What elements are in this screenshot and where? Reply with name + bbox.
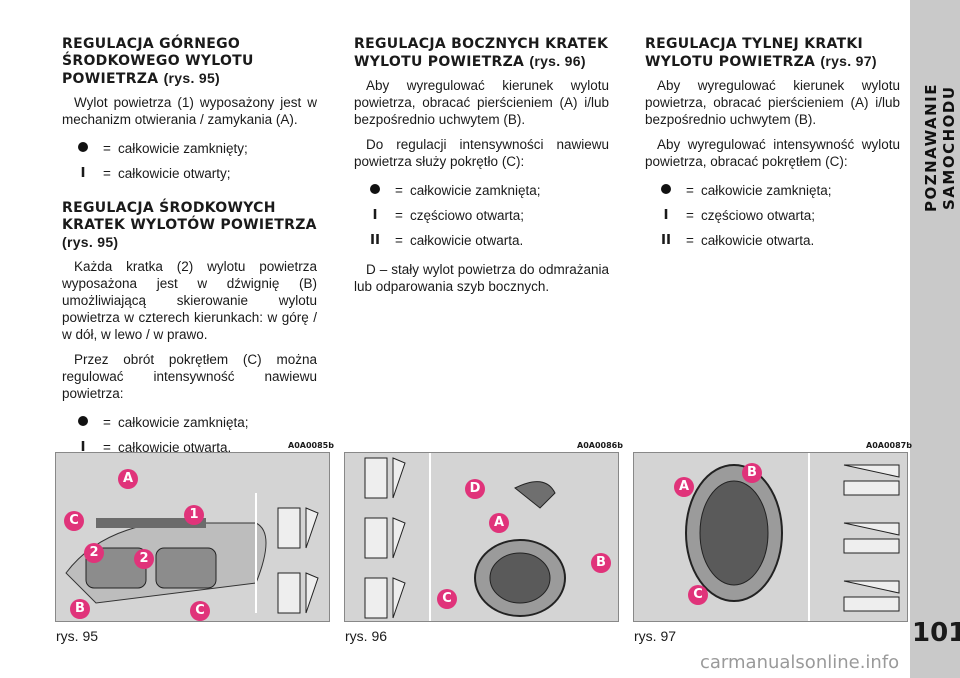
label-b: B [70, 599, 90, 619]
figure-96: D A B C [344, 452, 619, 622]
paragraph: Przez obrót pokrętłem (C) można regulowa… [62, 352, 317, 401]
rear-vent-illustration [685, 453, 900, 621]
list-item: I=częściowo otwarta; [372, 207, 525, 223]
label-a: A [118, 469, 138, 489]
column-1: REGULACJA GÓRNEGO ŚRODKOWEGO WYLOTU POWI… [62, 36, 317, 468]
paragraph-defrost: D – stały wylot powietrza do odmrażania … [354, 262, 609, 294]
closed-dot-icon [370, 184, 380, 194]
list-rear-vent: =całkowicie zamknięta; I=częściowo otwar… [645, 178, 900, 253]
watermark: carmanualsonline.info [700, 652, 900, 673]
heading-rear-vent: REGULACJA TYLNEJ KRATKI WYLOTU POWIETRZA… [645, 36, 877, 70]
page-number: 101 [912, 618, 960, 648]
dashboard-vents-illustration [65, 493, 319, 614]
closed-dot-icon [78, 416, 88, 426]
label-c: C [190, 601, 210, 621]
sidebar [910, 0, 960, 678]
column-2: REGULACJA BOCZNYCH KRATEK WYLOTU POWIETR… [354, 36, 609, 303]
heading-upper-vent: REGULACJA GÓRNEGO ŚRODKOWEGO WYLOTU POWI… [62, 36, 254, 87]
label-c: C [64, 511, 84, 531]
heading-center-vents: REGULACJA ŚRODKOWYCH KRATEK WYLOTÓW POWI… [62, 200, 317, 250]
label-d: D [465, 479, 485, 499]
list-item: =całkowicie zamknięty; [62, 136, 317, 161]
list-item: =całkowicie zamknięta; [354, 178, 609, 203]
label-a: A [489, 513, 509, 533]
label-b: B [742, 463, 762, 483]
closed-dot-icon [78, 142, 88, 152]
figure-caption: rys. 95 [56, 628, 99, 644]
paragraph: Do regulacji intensywności nawiewu powie… [354, 137, 609, 169]
label-1: 1 [184, 505, 204, 525]
figure-code: A0A0085b [288, 441, 334, 450]
figure-97: A B C [633, 452, 908, 622]
list-item: =całkowicie zamknięta; [645, 178, 900, 203]
label-c: C [437, 589, 457, 609]
list-item: I=częściowo otwarta; [663, 207, 816, 223]
label-c: C [688, 585, 708, 605]
label-b: B [591, 553, 611, 573]
figure-code: A0A0087b [866, 441, 912, 450]
list-side-vents: =całkowicie zamknięta; I=częściowo otwar… [354, 178, 609, 253]
paragraph: Każda kratka (2) wylotu powietrza wyposa… [62, 259, 317, 342]
figure-caption: rys. 96 [345, 628, 388, 644]
closed-dot-icon [661, 184, 671, 194]
paragraph: Aby wyregulować kierunek wylotu powietrz… [354, 78, 609, 127]
list-item: I=całkowicie otwarta. [80, 439, 232, 455]
figure-code: A0A0086b [577, 441, 623, 450]
heading-side-vents: REGULACJA BOCZNYCH KRATEK WYLOTU POWIETR… [354, 36, 609, 70]
paragraph: Aby wyregulować kierunek wylotu powietrz… [645, 78, 900, 127]
figure-caption: rys. 97 [634, 628, 677, 644]
list-item: I=całkowicie otwarty; [80, 165, 231, 181]
figure-95: A 1 C 2 2 B C [55, 452, 330, 622]
side-vent-illustration [364, 453, 566, 621]
label-2: 2 [84, 543, 104, 563]
list-upper-vent: =całkowicie zamknięty; I=całkowicie otwa… [62, 136, 317, 186]
paragraph: Wylot powietrza (1) wyposażony jest w me… [62, 95, 317, 127]
label-2: 2 [134, 549, 154, 569]
list-center-vents: =całkowicie zamknięta; I=całkowicie otwa… [62, 410, 317, 460]
label-a: A [674, 477, 694, 497]
section-title: POZNAWANIE SAMOCHODU [922, 83, 958, 213]
paragraph: Aby wyregulować intensywność wylotu powi… [645, 137, 900, 169]
list-item: =całkowicie zamknięta; [62, 410, 317, 435]
column-3: REGULACJA TYLNEJ KRATKI WYLOTU POWIETRZA… [645, 36, 900, 261]
list-item: II=całkowicie otwarta. [369, 232, 524, 248]
list-item: II=całkowicie otwarta. [660, 232, 815, 248]
